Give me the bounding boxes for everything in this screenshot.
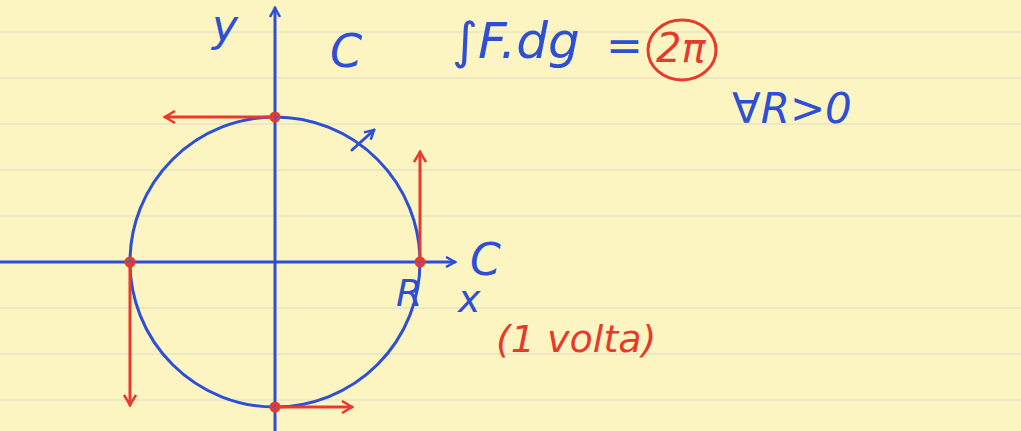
tangent-vectors xyxy=(126,113,424,411)
condition-note: ∀R>0 xyxy=(732,88,852,130)
integral-expression: ∫F.dg xyxy=(452,16,580,66)
axis-label: x xyxy=(458,280,481,318)
integral-subscript: C xyxy=(470,238,501,282)
highlight-circle xyxy=(648,20,716,80)
paper-lines xyxy=(0,32,1021,400)
equals-sign: = xyxy=(606,24,643,68)
curve-label: C xyxy=(330,28,362,74)
radius-label: R xyxy=(396,274,422,312)
note: (1 volta) xyxy=(496,320,656,358)
axes-and-circle xyxy=(0,8,455,431)
result-value: 2π xyxy=(656,28,706,68)
axis-label: y xyxy=(212,4,238,48)
